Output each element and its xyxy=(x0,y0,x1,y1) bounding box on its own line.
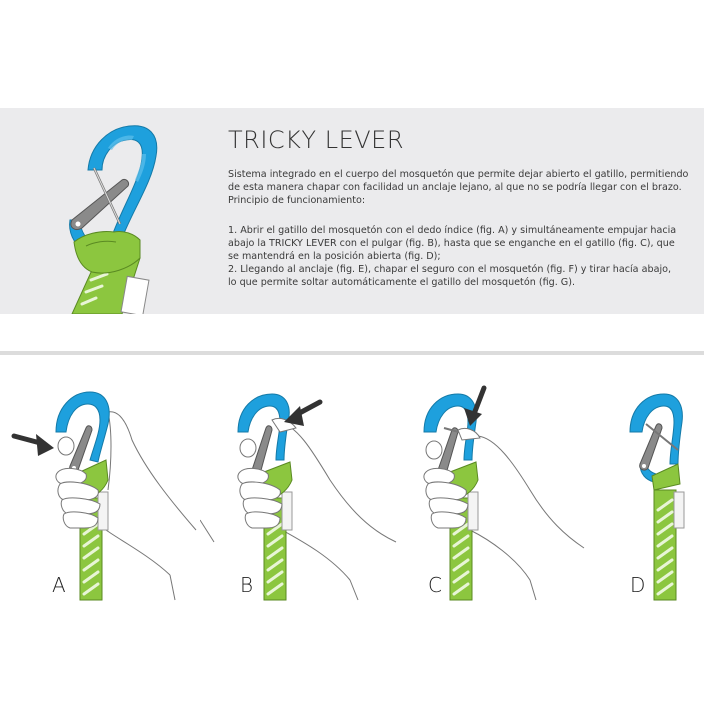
figure-a: A xyxy=(0,380,200,605)
step-line: lo que permite soltar automáticamente el… xyxy=(228,277,576,288)
figure-label: C xyxy=(428,573,442,597)
figure-d: D xyxy=(600,380,704,605)
step-line: se mantendrá en la posición abierta (fig… xyxy=(228,251,441,262)
figure-label: D xyxy=(630,573,646,597)
figure-b: B xyxy=(200,380,400,605)
gate-held-open-icon xyxy=(629,393,685,601)
arrow-down-icon xyxy=(464,385,487,426)
carabiner-quickdraw-icon xyxy=(30,108,210,314)
step-line: abajo la TRICKY LEVER con el pulgar (fig… xyxy=(228,238,675,249)
panel-text: TRICKY LEVER Sistema integrado en el cue… xyxy=(228,126,690,289)
page-title: TRICKY LEVER xyxy=(228,126,404,154)
figure-label: A xyxy=(52,573,66,597)
section-divider xyxy=(0,351,704,355)
arrow-down-left-icon xyxy=(284,399,323,426)
intro-line: de esta manera chapar con facilidad un a… xyxy=(228,182,682,193)
step-line: 2. Llegando al anclaje (fig. E), chapar … xyxy=(228,264,672,275)
lever-hooked-icon xyxy=(423,385,585,601)
thumb-pushing-lever-icon xyxy=(200,393,397,601)
intro-line: Sistema integrado en el cuerpo del mosqu… xyxy=(228,169,689,180)
arrow-right-icon xyxy=(11,433,54,456)
figure-label: B xyxy=(240,573,254,597)
hand-opening-gate-icon xyxy=(11,391,197,601)
step-line: 1. Abrir el gatillo del mosquetón con el… xyxy=(228,225,677,236)
figure-c: C xyxy=(400,380,600,605)
info-panel: TRICKY LEVER Sistema integrado en el cue… xyxy=(0,108,704,314)
intro-line: Principio de funcionamiento: xyxy=(228,195,366,206)
